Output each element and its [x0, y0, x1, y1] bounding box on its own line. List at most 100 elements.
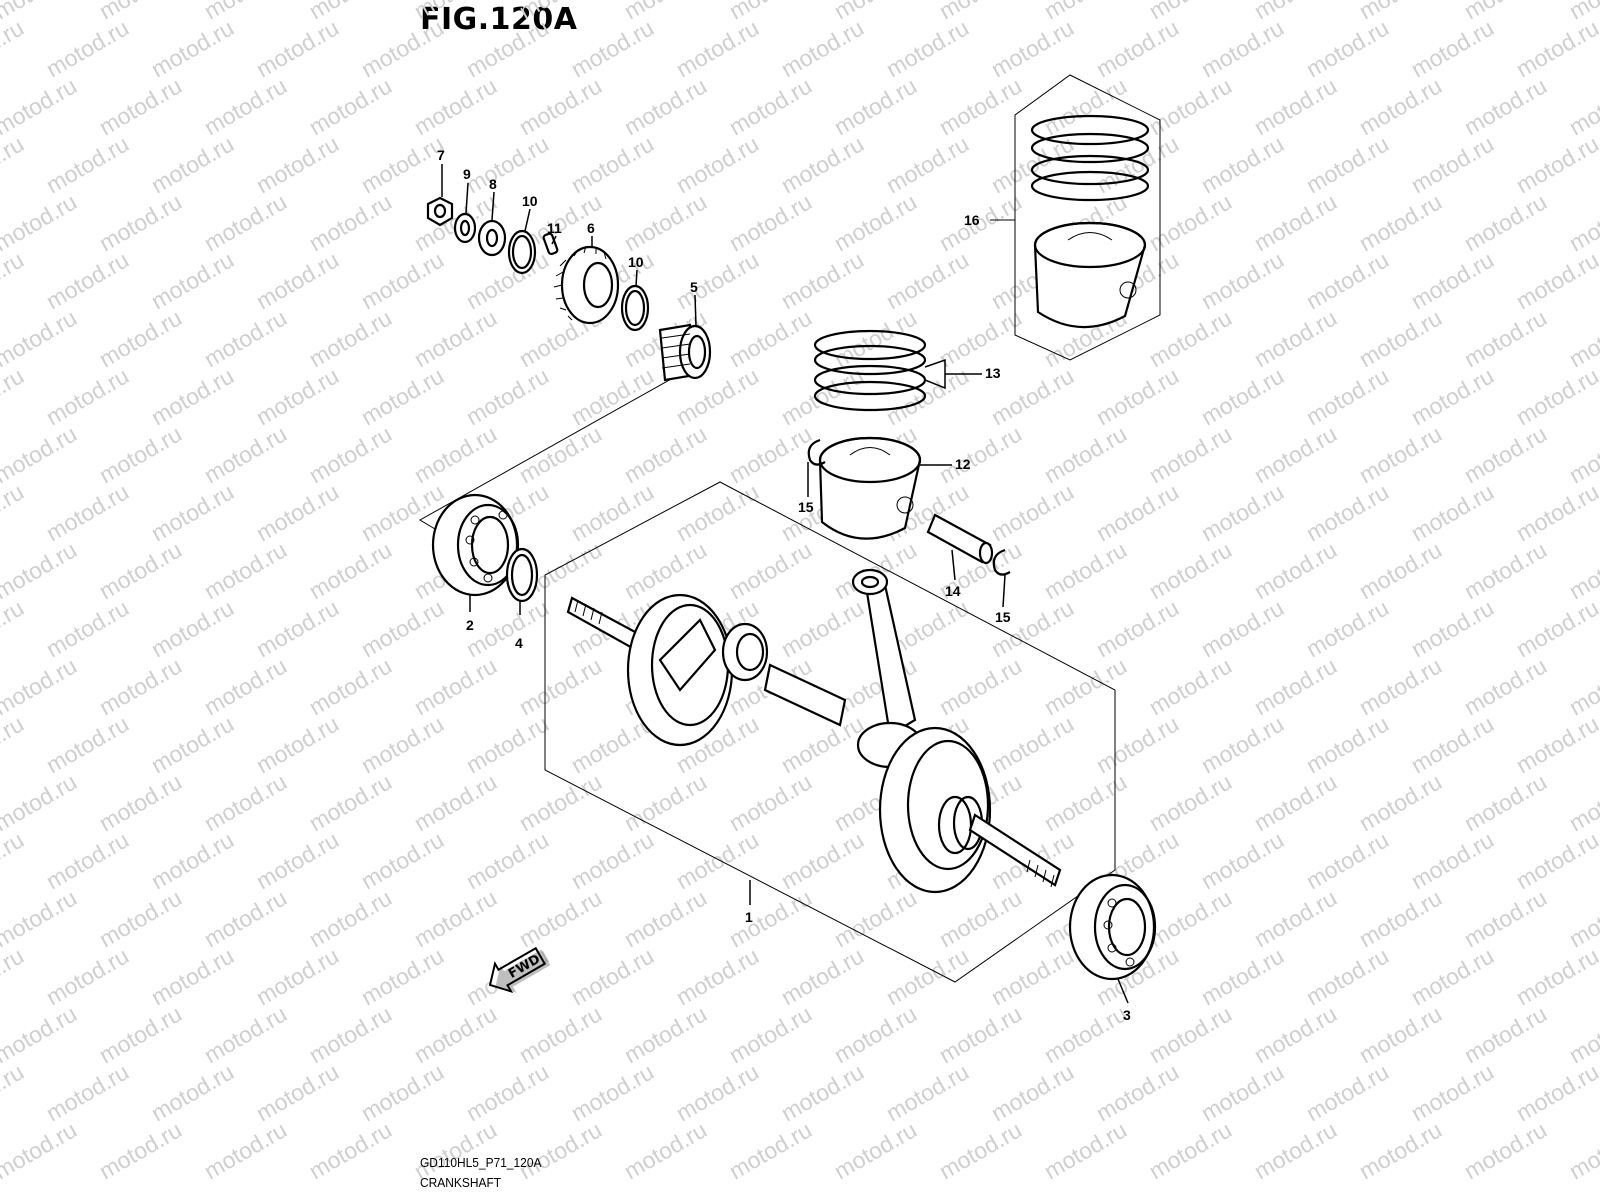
watermark-text: motod.ru [1460, 884, 1552, 952]
watermark-text: motod.ru [725, 72, 817, 140]
watermark-text: motod.ru [1092, 710, 1184, 778]
watermark-text: motod.ru [1460, 652, 1552, 720]
watermark-text: motod.ru [1197, 826, 1289, 894]
watermark-text: motod.ru [1145, 188, 1237, 256]
watermark-text: motod.ru [1040, 652, 1132, 720]
watermark-text: motod.ru [252, 1058, 344, 1126]
watermark-text: motod.ru [1355, 304, 1447, 372]
watermark-text: motod.ru [462, 1058, 554, 1126]
clip-part-15b [992, 548, 1011, 576]
watermark-text: motod.ru [935, 1000, 1027, 1068]
watermark-text: motod.ru [515, 884, 607, 952]
watermark-text: motod.ru [1040, 1116, 1132, 1184]
watermark-text: motod.ru [42, 130, 134, 198]
watermark-text: motod.ru [305, 420, 397, 488]
piston-set-part-16 [1030, 114, 1150, 329]
watermark-text: motod.ru [462, 362, 554, 430]
watermark-text: motod.ru [0, 826, 28, 894]
watermark-text: motod.ru [1565, 420, 1600, 488]
callout-6: 6 [587, 220, 595, 236]
watermark-text: motod.ru [0, 768, 81, 836]
watermark-text: motod.ru [0, 478, 28, 546]
watermark-text: motod.ru [1512, 362, 1600, 430]
piston-pin-part-14 [926, 513, 994, 565]
callout-13: 13 [985, 365, 1001, 381]
watermark-text: motod.ru [200, 304, 292, 372]
watermark-text: motod.ru [200, 188, 292, 256]
watermark-text: motod.ru [1145, 536, 1237, 604]
watermark-text: motod.ru [935, 1116, 1027, 1184]
watermark-text: motod.ru [252, 246, 344, 314]
watermark-text: motod.ru [620, 768, 712, 836]
watermark-text: motod.ru [1565, 536, 1600, 604]
watermark-text: motod.ru [1565, 72, 1600, 140]
watermark-text: motod.ru [147, 710, 239, 778]
watermark-text: motod.ru [1407, 246, 1499, 314]
watermark-text: motod.ru [410, 420, 502, 488]
watermark-text: motod.ru [882, 14, 974, 82]
watermark-text: motod.ru [0, 710, 28, 778]
watermark-text: motod.ru [1565, 304, 1600, 372]
watermark-text: motod.ru [987, 14, 1079, 82]
watermark-text: motod.ru [357, 14, 449, 82]
watermark-text: motod.ru [252, 710, 344, 778]
watermark-text: motod.ru [1250, 188, 1342, 256]
watermark-text: motod.ru [1302, 594, 1394, 662]
watermark-text: motod.ru [0, 536, 81, 604]
piston-part-12 [818, 436, 922, 540]
watermark-text: motod.ru [567, 942, 659, 1010]
watermark-text: motod.ru [462, 130, 554, 198]
watermark-text: motod.ru [147, 594, 239, 662]
watermark-text: motod.ru [357, 130, 449, 198]
watermark-text: motod.ru [515, 768, 607, 836]
watermark-text: motod.ru [1407, 710, 1499, 778]
watermark-text: motod.ru [1197, 14, 1289, 82]
callout-3: 3 [1123, 1007, 1131, 1023]
watermark-text: motod.ru [830, 1000, 922, 1068]
washer-part-9 [453, 212, 477, 244]
watermark-text: motod.ru [1145, 72, 1237, 140]
watermark-text: motod.ru [725, 1000, 817, 1068]
watermark-text: motod.ru [935, 304, 1027, 372]
callout-1: 1 [745, 909, 753, 925]
watermark-text: motod.ru [1407, 478, 1499, 546]
watermark-text: motod.ru [567, 14, 659, 82]
watermark-text: motod.ru [1145, 768, 1237, 836]
callout-8: 8 [489, 176, 497, 192]
watermark-text: motod.ru [357, 362, 449, 430]
watermark-text: motod.ru [42, 246, 134, 314]
watermark-text: motod.ru [1302, 246, 1394, 314]
watermark-text: motod.ru [1302, 942, 1394, 1010]
watermark-text: motod.ru [777, 1058, 869, 1126]
watermark-text: motod.ru [0, 188, 81, 256]
watermark-text: motod.ru [777, 942, 869, 1010]
watermark-text: motod.ru [777, 594, 869, 662]
watermark-text: motod.ru [725, 1116, 817, 1184]
watermark-text: motod.ru [1512, 246, 1600, 314]
watermark-text: motod.ru [200, 536, 292, 604]
watermark-text: motod.ru [95, 768, 187, 836]
watermark-text: motod.ru [147, 246, 239, 314]
watermark-text: motod.ru [515, 72, 607, 140]
watermark-text: motod.ru [672, 1058, 764, 1126]
callout-10b: 10 [628, 254, 644, 270]
watermark-text: motod.ru [1092, 478, 1184, 546]
watermark-text: motod.ru [0, 942, 28, 1010]
gear-part-6 [553, 245, 620, 325]
watermark-text: motod.ru [567, 478, 659, 546]
watermark-text: motod.ru [252, 826, 344, 894]
watermark-text: motod.ru [42, 942, 134, 1010]
watermark-text: motod.ru [1512, 594, 1600, 662]
watermark-text: motod.ru [1355, 188, 1447, 256]
watermark-text: motod.ru [1355, 884, 1447, 952]
watermark-text: motod.ru [42, 710, 134, 778]
watermark-text: motod.ru [305, 536, 397, 604]
watermark-text: motod.ru [1302, 1058, 1394, 1126]
watermark-text: motod.ru [987, 942, 1079, 1010]
watermark-text: motod.ru [987, 478, 1079, 546]
watermark-text: motod.ru [777, 14, 869, 82]
watermark-text: motod.ru [1145, 884, 1237, 952]
watermark-text: motod.ru [200, 72, 292, 140]
watermark-text: motod.ru [95, 72, 187, 140]
